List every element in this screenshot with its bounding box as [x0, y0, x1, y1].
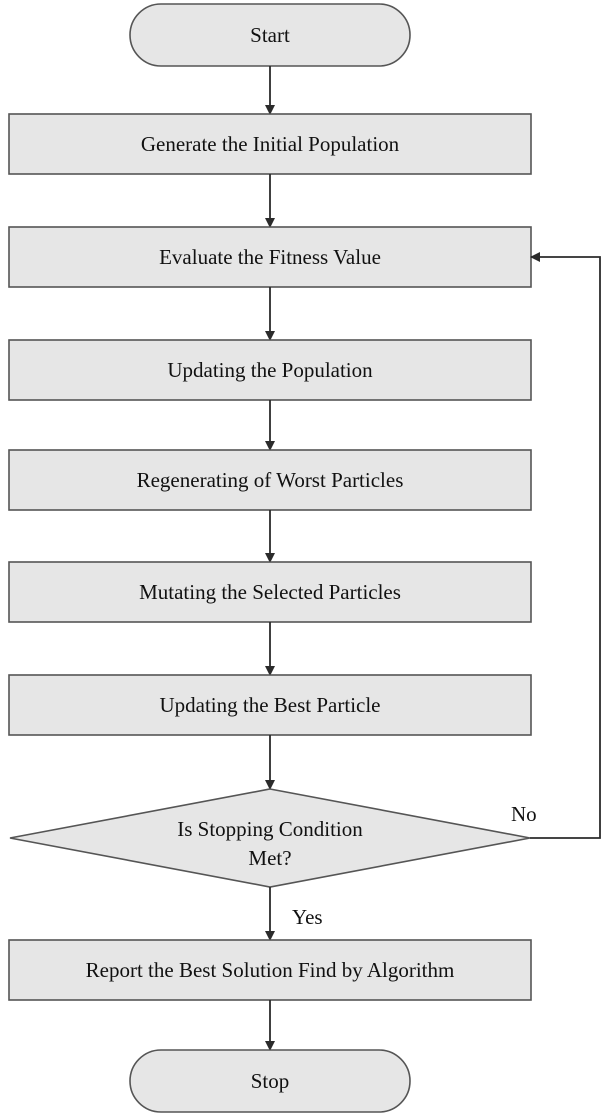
start-terminal: Start	[129, 3, 411, 67]
process-updating-best: Updating the Best Particle	[8, 674, 532, 736]
process-mutating-selected: Mutating the Selected Particles	[8, 561, 532, 623]
decision-label-line2: Met?	[248, 846, 291, 870]
process-regenerating-worst-label: Regenerating of Worst Particles	[137, 468, 404, 492]
yes-label: Yes	[292, 905, 323, 929]
decision-label-line1: Is Stopping Condition	[177, 817, 363, 841]
process-mutating-selected-label: Mutating the Selected Particles	[139, 580, 401, 604]
decision-stopping-condition: Is Stopping Condition Met?	[9, 788, 531, 888]
no-label: No	[511, 802, 537, 826]
process-updating-population-label: Updating the Population	[167, 358, 373, 382]
process-report-best-solution: Report the Best Solution Find by Algorit…	[8, 939, 532, 1001]
process-updating-population: Updating the Population	[8, 339, 532, 401]
process-evaluate-fitness-label: Evaluate the Fitness Value	[159, 245, 381, 269]
process-generate-population-label: Generate the Initial Population	[141, 132, 400, 156]
stop-terminal: Stop	[129, 1049, 411, 1113]
process-report-best-solution-label: Report the Best Solution Find by Algorit…	[86, 958, 455, 982]
arrow-no-loop-to-evaluate	[530, 252, 601, 839]
process-updating-best-label: Updating the Best Particle	[159, 693, 380, 717]
start-label: Start	[250, 23, 290, 47]
stop-label: Stop	[251, 1069, 290, 1093]
process-evaluate-fitness: Evaluate the Fitness Value	[8, 226, 532, 288]
process-generate-population: Generate the Initial Population	[8, 113, 532, 175]
process-regenerating-worst: Regenerating of Worst Particles	[8, 449, 532, 511]
